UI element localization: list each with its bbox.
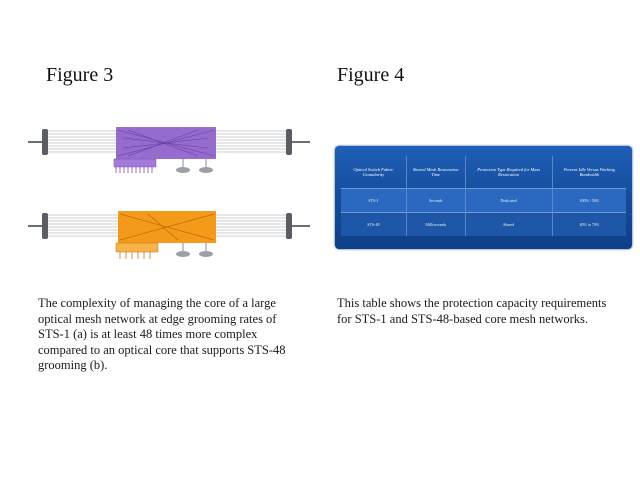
figure-3-caption: The complexity of managing the core of a…	[38, 296, 286, 372]
table-cell: Milliseconds	[406, 212, 466, 236]
left-end-cap	[42, 129, 48, 155]
column-header: Percent Idle Versus Working Bandwidth	[563, 167, 615, 177]
table-cell: STS-1	[341, 188, 407, 213]
table-cell: 100% / 50%	[552, 188, 626, 213]
figure-3-title: Figure 3	[46, 64, 114, 86]
table-cell: Dedicated	[465, 188, 553, 213]
client-device	[176, 251, 190, 257]
column-header: Shared Mesh Restoration Time	[406, 156, 466, 189]
table-header-row: Optical Switch Fabric Granularity Shared…	[341, 156, 626, 189]
client-device	[199, 167, 213, 173]
figure-4-caption: This table shows the protection capacity…	[337, 296, 607, 326]
diagram-b-sts48	[28, 211, 310, 259]
left-end-cap	[42, 213, 48, 239]
column-header: Optical Switch Fabric Granularity	[341, 156, 407, 189]
table-cell: Seconds	[406, 188, 466, 213]
table-cell: 40% to 70%	[552, 212, 626, 236]
table-cell: Shared	[465, 212, 553, 236]
right-end-cap	[286, 213, 292, 239]
right-end-cap	[286, 129, 292, 155]
table-row: STS-1 Seconds Dedicated 100% / 50%	[341, 188, 626, 213]
protection-capacity-table: Optical Switch Fabric Granularity Shared…	[341, 156, 626, 236]
table-row: STS-48 Milliseconds Shared 40% to 70%	[341, 212, 626, 236]
client-device	[199, 251, 213, 257]
figure-4-table-panel: Optical Switch Fabric Granularity Shared…	[335, 146, 632, 249]
figure-4-title: Figure 4	[337, 64, 405, 86]
figure-3-diagram	[28, 127, 310, 259]
column-header: Protection Type Required for Mass Restor…	[465, 156, 553, 189]
client-device	[176, 167, 190, 173]
table-cell: STS-48	[341, 212, 407, 236]
diagram-a-sts1	[28, 127, 310, 173]
